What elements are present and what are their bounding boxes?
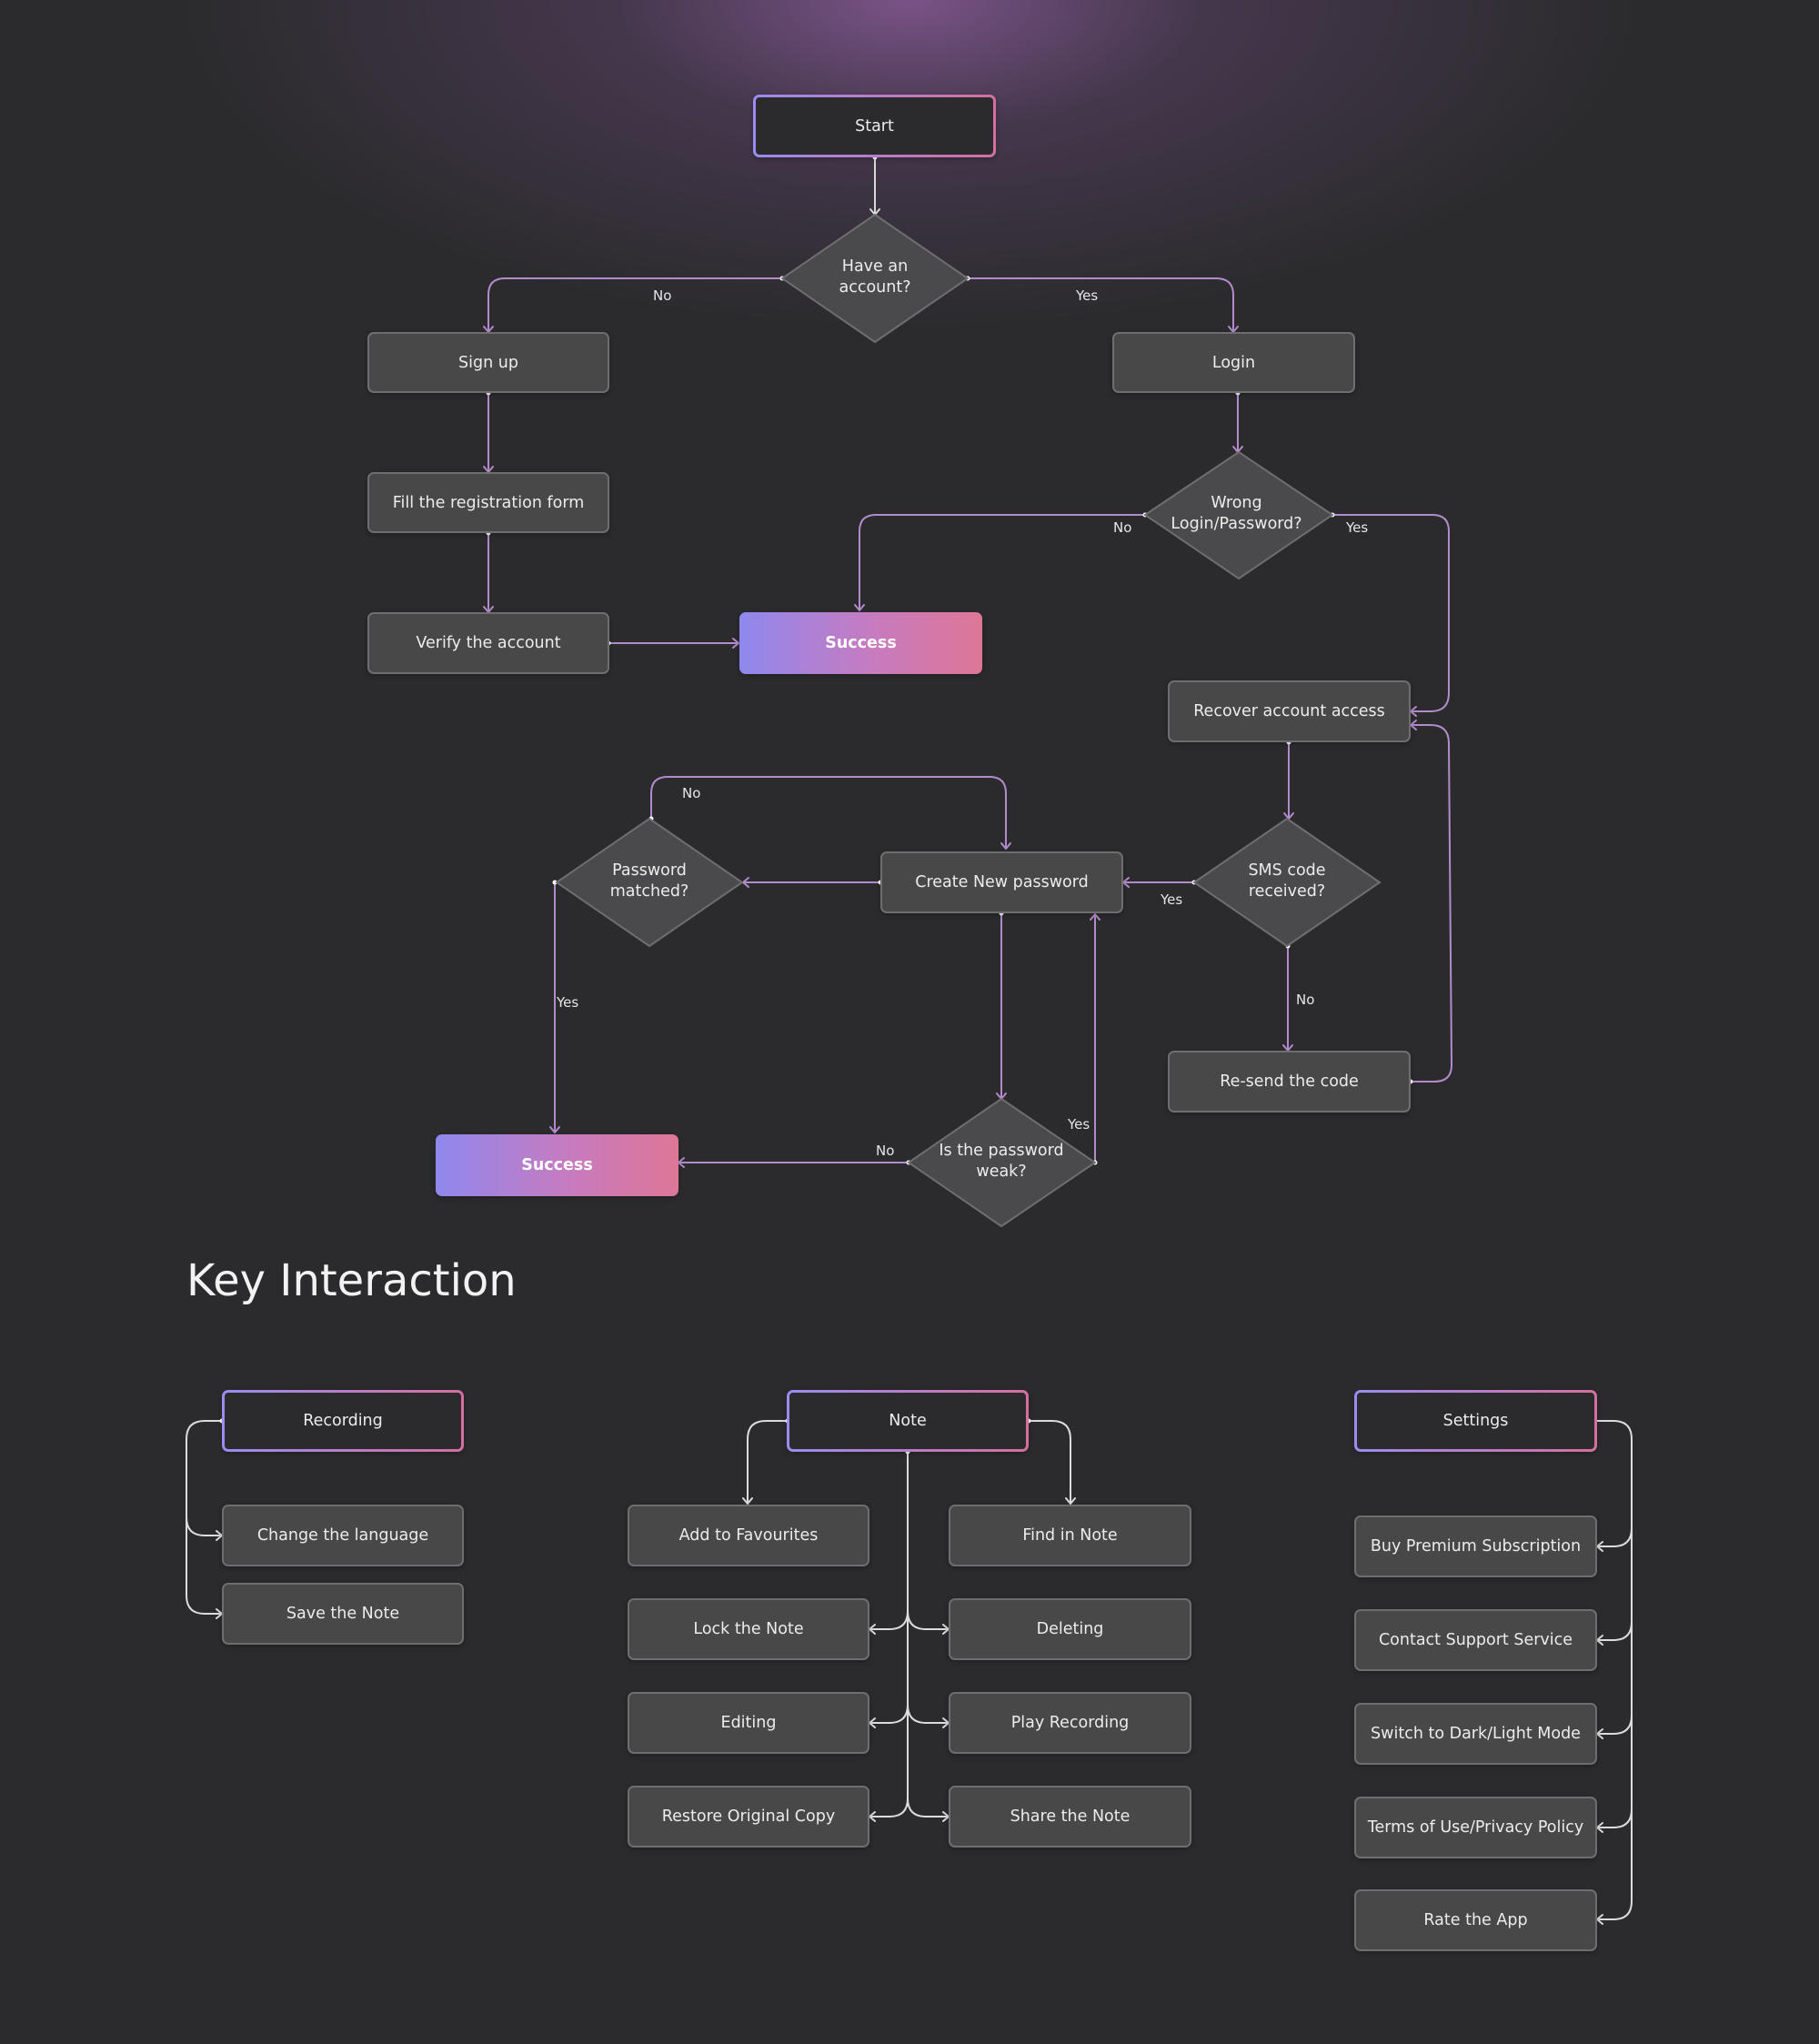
edge-settings-tree xyxy=(1595,1420,1633,1920)
start-node[interactable]: Start xyxy=(753,95,996,157)
rate-app-node[interactable]: Rate the App xyxy=(1354,1889,1597,1951)
edge-wrong-success xyxy=(859,514,1145,610)
label-yes-sms: Yes xyxy=(1161,891,1183,908)
label-yes-account: Yes xyxy=(1076,287,1099,304)
password-weak-text: Is the password weak? xyxy=(939,1142,1064,1181)
find-in-note-node[interactable]: Find in Note xyxy=(949,1505,1191,1566)
label-no-matched: No xyxy=(682,785,701,801)
success-node-1[interactable]: Success xyxy=(739,612,982,674)
label-yes-wrong: Yes xyxy=(1346,519,1369,536)
decision-wrong-login xyxy=(1143,450,1334,580)
change-language-node[interactable]: Change the language xyxy=(222,1505,464,1566)
share-note-node[interactable]: Share the Note xyxy=(949,1786,1191,1848)
decision-password-weak xyxy=(907,1097,1097,1228)
login-node[interactable]: Login xyxy=(1112,332,1355,393)
decision-password-matched xyxy=(555,817,744,948)
recover-account-node[interactable]: Recover account access xyxy=(1168,680,1411,742)
edge-resend-recover xyxy=(1411,724,1453,1082)
label-no-wrong: No xyxy=(1113,519,1132,536)
label-yes-weak: Yes xyxy=(1068,1116,1090,1133)
decision-have-account xyxy=(780,213,970,344)
restore-original-copy-node[interactable]: Restore Original Copy xyxy=(628,1786,869,1848)
edge-note-right xyxy=(1029,1420,1071,1504)
buy-premium-node[interactable]: Buy Premium Subscription xyxy=(1354,1515,1597,1577)
settings-node[interactable]: Settings xyxy=(1354,1390,1597,1452)
edge-account-signup xyxy=(487,277,782,332)
label-no-sms: No xyxy=(1296,992,1315,1008)
edge-recording-tree xyxy=(186,1420,222,1615)
lock-note-node[interactable]: Lock the Note xyxy=(628,1598,869,1660)
success-node-2[interactable]: Success xyxy=(436,1134,678,1196)
note-node[interactable]: Note xyxy=(787,1390,1029,1452)
verify-account-node[interactable]: Verify the account xyxy=(367,612,609,674)
label-no-account: No xyxy=(653,287,672,304)
fill-registration-form-node[interactable]: Fill the registration form xyxy=(367,472,609,533)
have-account-text: Have an account? xyxy=(839,257,911,297)
dark-light-mode-node[interactable]: Switch to Dark/Light Mode xyxy=(1354,1703,1597,1765)
add-to-favourites-node[interactable]: Add to Favourites xyxy=(628,1505,869,1566)
resend-code-node[interactable]: Re-send the code xyxy=(1168,1051,1411,1113)
deleting-node[interactable]: Deleting xyxy=(949,1598,1191,1660)
password-matched-text: Password matched? xyxy=(609,861,689,901)
decision-sms-code xyxy=(1192,817,1382,948)
label-no-weak: No xyxy=(876,1143,895,1159)
save-note-node[interactable]: Save the Note xyxy=(222,1583,464,1645)
label-yes-matched: Yes xyxy=(557,994,579,1011)
terms-privacy-node[interactable]: Terms of Use/Privacy Policy xyxy=(1354,1797,1597,1858)
play-recording-node[interactable]: Play Recording xyxy=(949,1692,1191,1754)
sms-code-text: SMS code received? xyxy=(1248,861,1326,901)
sign-up-node[interactable]: Sign up xyxy=(367,332,609,393)
edge-note-left xyxy=(747,1420,788,1504)
edge-matched-create xyxy=(650,776,1007,849)
create-new-password-node[interactable]: Create New password xyxy=(880,851,1123,913)
edge-wrong-recover xyxy=(1332,514,1450,712)
wrong-login-text: Wrong Login/Password? xyxy=(1171,494,1302,533)
edge-account-login xyxy=(968,277,1234,332)
editing-node[interactable]: Editing xyxy=(628,1692,869,1754)
key-interaction-title: Key Interaction xyxy=(186,1255,517,1306)
recording-node[interactable]: Recording xyxy=(222,1390,464,1452)
contact-support-node[interactable]: Contact Support Service xyxy=(1354,1609,1597,1671)
